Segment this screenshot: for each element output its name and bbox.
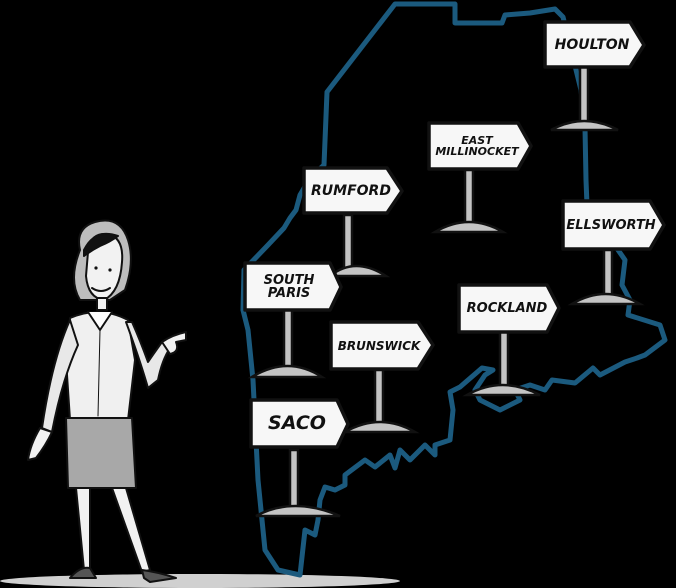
sign-label-south-paris: SOUTH PARIS — [263, 272, 315, 301]
sign-label-saco: SACO — [268, 412, 326, 434]
sign-label-brunswick: BRUNSWICK — [337, 338, 421, 353]
sign-board-brunswick — [329, 320, 435, 371]
sign-board-south-paris — [243, 261, 343, 312]
sign-label-ellsworth: ELLSWORTH — [566, 217, 656, 233]
sign-label-houlton: HOULTON — [554, 36, 630, 53]
sign-label-rumford: RUMFORD — [311, 182, 391, 199]
sign-board-rockland — [457, 283, 561, 334]
sign-board-east-millinocket — [427, 121, 533, 171]
sign-label-rockland: ROCKLAND — [466, 301, 548, 316]
sign-board-houlton — [543, 20, 646, 69]
sign-board-rumford — [302, 166, 404, 215]
sign-board-saco — [249, 398, 350, 449]
sign-board-ellsworth — [561, 199, 666, 251]
sign-label-east-millinocket: EAST MILLINOCKET — [435, 134, 519, 158]
